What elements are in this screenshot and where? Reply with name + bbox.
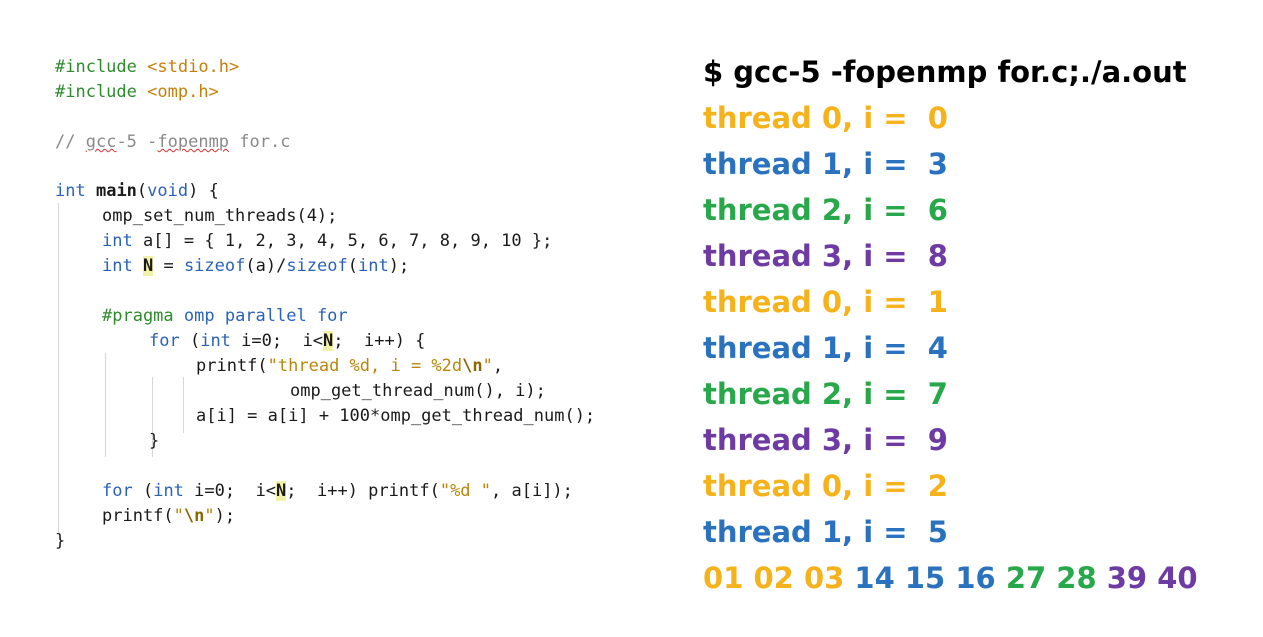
code-line-printf-args: omp_get_thread_num(), i);	[290, 381, 546, 401]
array-value: 28	[1056, 561, 1097, 595]
output-line: thread 1, i = 5	[703, 515, 948, 549]
array-value: 01	[703, 561, 744, 595]
code-line-include-omp: #include <omp.h>	[55, 80, 219, 104]
array-value: 27	[1005, 561, 1047, 595]
array-value: 40	[1157, 561, 1198, 595]
array-value: 16	[955, 561, 996, 595]
include-keyword: #include	[55, 57, 137, 77]
highlighted-variable: N	[276, 481, 287, 501]
code-line-for-print: for (int i=0; i<N; i++) printf("%d ", a[…	[102, 481, 573, 501]
array-value: 02	[753, 561, 794, 595]
output-line: thread 0, i = 2	[703, 469, 948, 503]
code-line-printf-newline: printf("\n");	[102, 506, 236, 526]
final-array-output: 01 02 03 14 15 16 27 28 39 40	[703, 558, 1198, 598]
code-line-for-parallel: for (int i=0; i<N; i++) {	[149, 331, 426, 351]
output-line: thread 2, i = 7	[703, 377, 948, 411]
spell-flagged-word: fopenmp	[157, 132, 230, 152]
code-line-close-for: }	[149, 431, 160, 451]
code-line-pragma: #pragma omp parallel for	[102, 306, 348, 326]
include-file: <stdio.h>	[147, 57, 240, 77]
indent-guide	[58, 203, 59, 533]
code-line-set-threads: omp_set_num_threads(4);	[102, 206, 338, 226]
indent-guide	[105, 353, 106, 457]
code-line-main: int main(void) {	[55, 181, 219, 201]
output-line: thread 0, i = 1	[703, 285, 948, 319]
highlighted-variable: N	[142, 256, 154, 276]
array-value: 15	[904, 561, 946, 595]
indent-guide	[183, 377, 184, 433]
highlighted-variable: N	[323, 331, 334, 351]
output-line: thread 3, i = 9	[703, 423, 948, 457]
output-line: thread 1, i = 4	[703, 331, 948, 365]
code-line-printf-thread: printf("thread %d, i = %2d\n",	[196, 356, 504, 376]
code-line-n: int N = sizeof(a)/sizeof(int);	[102, 256, 410, 276]
spell-flagged-word: gcc	[85, 132, 117, 152]
output-line: thread 0, i = 0	[703, 101, 948, 135]
code-line-include-stdio: #include <stdio.h>	[55, 55, 239, 79]
pragma-keyword: #pragma	[102, 306, 174, 326]
terminal-command: $ gcc-5 -fopenmp for.c;./a.out	[703, 55, 1187, 89]
code-line-array: int a[] = { 1, 2, 3, 4, 5, 6, 7, 8, 9, 1…	[102, 231, 553, 251]
output-line: thread 3, i = 8	[703, 239, 948, 273]
array-value: 14	[854, 561, 895, 595]
code-line-assign: a[i] = a[i] + 100*omp_get_thread_num();	[196, 406, 596, 426]
include-keyword: #include	[55, 82, 137, 102]
include-file: <omp.h>	[147, 82, 219, 102]
code-line-close-main: }	[55, 531, 66, 551]
array-value: 39	[1106, 561, 1148, 595]
function-name: main	[95, 181, 137, 201]
output-line: thread 1, i = 3	[703, 147, 948, 181]
array-value: 03	[803, 561, 845, 595]
code-line-comment: // gcc-5 -fopenmp for.c	[55, 132, 291, 152]
output-line: thread 2, i = 6	[703, 193, 948, 227]
indent-guide	[152, 377, 153, 457]
